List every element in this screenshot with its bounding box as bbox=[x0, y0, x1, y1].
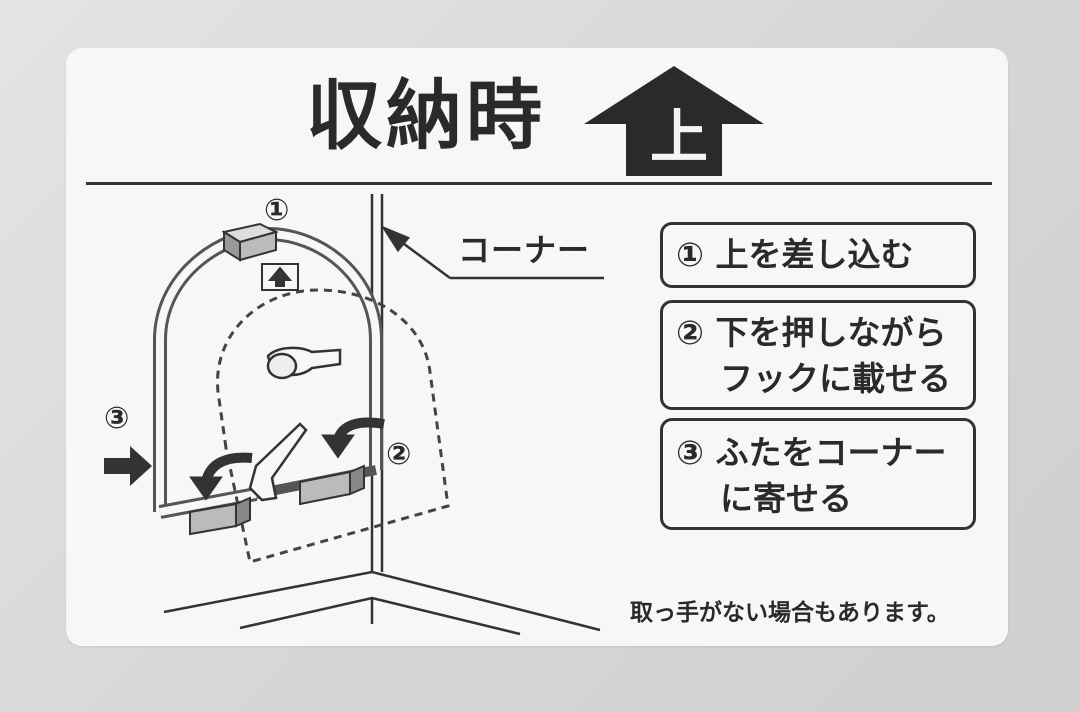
step-3-box bbox=[660, 418, 976, 530]
marker-2: ② bbox=[386, 437, 412, 472]
step-3-text: ③ ふたをコーナー bbox=[676, 436, 946, 469]
handle-note: 取っ手がない場合もあります。 bbox=[630, 600, 950, 626]
hand-holding bbox=[248, 422, 308, 502]
step-2-number: ② bbox=[676, 313, 704, 352]
step-3-number: ③ bbox=[676, 433, 704, 472]
step-1-text: ① 上を差し込む bbox=[676, 238, 913, 271]
up-arrow-icon bbox=[584, 66, 764, 176]
page-title: 収納時 bbox=[306, 71, 546, 160]
marker-3: ③ bbox=[104, 401, 130, 436]
bottom-hooks bbox=[189, 464, 365, 536]
step-1-box bbox=[660, 222, 976, 288]
corner-label: コーナー bbox=[458, 231, 591, 269]
step-2-box bbox=[660, 300, 976, 410]
step-2-text: ② 下を押しながら bbox=[676, 316, 946, 349]
step-1-line-1: 上を差し込む bbox=[715, 235, 914, 274]
step-3-line-1: ふたをコーナー bbox=[715, 433, 947, 472]
hand-pressing bbox=[266, 346, 342, 380]
top-hook bbox=[221, 222, 299, 291]
title-divider bbox=[86, 182, 992, 185]
step-2-line-2: フックに載せる bbox=[720, 359, 951, 398]
lid-dashed bbox=[216, 288, 450, 564]
push-right-arrow bbox=[104, 446, 152, 486]
step-3-line-2: に寄せる bbox=[720, 479, 852, 518]
step-2-line-1: 下を押しながら bbox=[715, 313, 947, 352]
press-arrows bbox=[189, 417, 385, 501]
direction-label: 上 bbox=[649, 103, 708, 171]
marker-1: ① bbox=[264, 193, 290, 228]
corner-pointer-arrow bbox=[380, 225, 604, 280]
step-1-number: ① bbox=[676, 235, 704, 274]
